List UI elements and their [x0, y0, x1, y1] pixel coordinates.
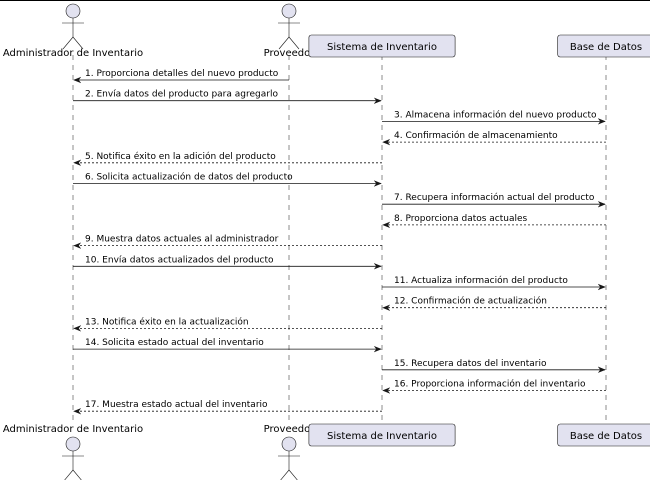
message-label-11: 11. Actualiza información del producto [394, 275, 568, 286]
actor-leg [72, 36, 84, 50]
actor-head [65, 436, 81, 452]
actor-leg [62, 36, 74, 50]
participant-label-admin-top: Administrador de Inventario [3, 48, 143, 59]
message-label-5: 5. Notifica éxito en la adición del prod… [85, 151, 276, 162]
actor-admin-bottom [62, 436, 84, 480]
actor-prov-bottom [278, 436, 300, 480]
actor-leg [72, 469, 82, 480]
message-label-8: 8. Proporciona datos actuales [394, 214, 528, 224]
actor-head [281, 3, 297, 19]
participant-box-sis-top [308, 34, 456, 58]
participant-label-admin-bottom: Administrador de Inventario [3, 424, 143, 435]
participant-label-prov-top: Proveedor [264, 48, 316, 59]
participant-label-sis-top: Sistema de Inventario [327, 42, 437, 53]
message-label-7: 7. Recupera información actual del produ… [394, 192, 595, 203]
message-label-12: 12. Confirmación de actualización [394, 296, 547, 307]
participant-box-db-top [557, 34, 650, 58]
message-label-14: 14. Solicita estado actual del inventari… [85, 338, 264, 348]
actor-head [281, 436, 297, 452]
message-label-17: 17. Muestra estado actual del inventario [85, 400, 268, 410]
participant-box-sis-bottom [308, 423, 456, 447]
actor-admin-top [62, 3, 84, 50]
message-label-6: 6. Solicita actualización de datos del p… [85, 172, 293, 183]
message-label-16: 16. Proporciona información del inventar… [394, 379, 586, 390]
message-label-10: 10. Envía datos actualizados del product… [85, 255, 274, 265]
participant-label-prov-bottom: Proveedor [264, 424, 316, 435]
message-label-15: 15. Recupera datos del inventario [394, 359, 547, 369]
actor-head [65, 3, 81, 19]
actor-leg [288, 469, 298, 480]
message-label-4: 4. Confirmación de almacenamiento [394, 130, 558, 141]
actor-leg [278, 36, 290, 50]
message-label-3: 3. Almacena información del nuevo produc… [394, 109, 597, 120]
participant-box-db-bottom [557, 423, 650, 447]
actor-leg [288, 36, 300, 50]
participant-label-db-bottom: Base de Datos [570, 431, 642, 442]
message-label-2: 2. Envía datos del producto para agregar… [85, 90, 278, 100]
actor-leg [280, 469, 290, 480]
message-label-1: 1. Proporciona detalles del nuevo produc… [85, 69, 279, 79]
message-label-9: 9. Muestra datos actuales al administrad… [85, 235, 279, 245]
message-label-13: 13. Notifica éxito en la actualización [85, 316, 249, 327]
actor-leg [64, 469, 74, 480]
actor-prov-top [278, 3, 300, 50]
participant-label-db-top: Base de Datos [570, 42, 642, 53]
participant-label-sis-bottom: Sistema de Inventario [327, 431, 437, 442]
